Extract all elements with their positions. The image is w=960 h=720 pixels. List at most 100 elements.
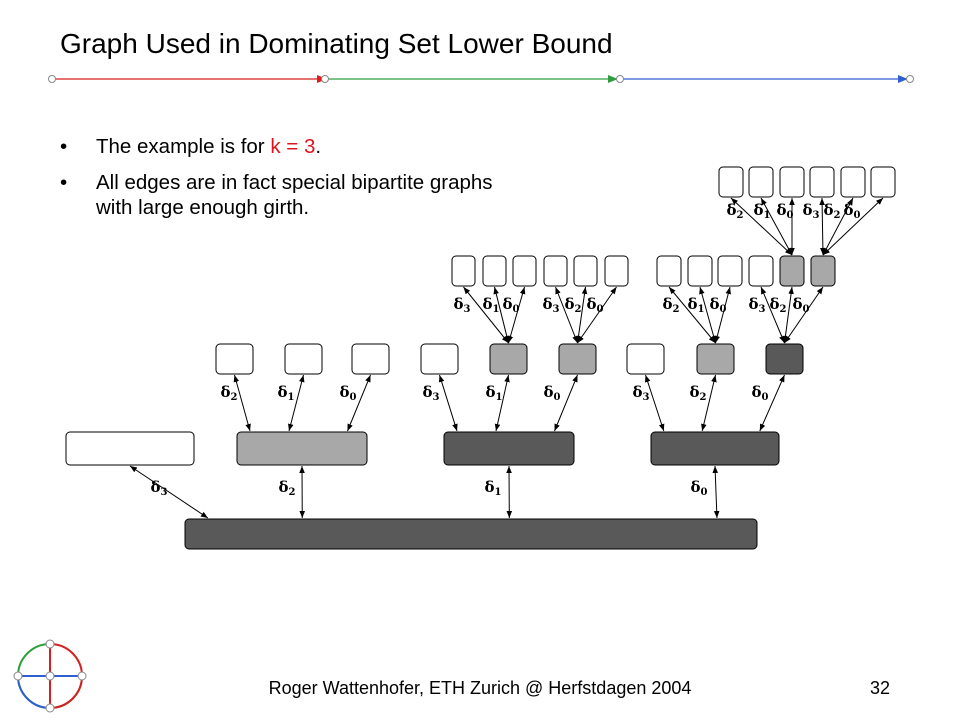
edge-m2-a1	[288, 374, 305, 432]
node-d6	[604, 255, 629, 287]
edge-label-m2-a1: δ1	[278, 383, 295, 403]
node-e6	[810, 255, 836, 287]
bullet-text-end: .	[315, 135, 322, 158]
edge-label-root-m2: δ2	[279, 478, 296, 498]
node-a0	[351, 343, 390, 375]
node-w0	[65, 431, 195, 466]
node-d3	[512, 255, 537, 287]
edge-m2-a2	[233, 374, 251, 432]
edge-m1-b0	[554, 374, 578, 432]
edge-label-b1-d3: δ0	[503, 295, 520, 315]
bullet-item: • All edges are in fact special bipartit…	[60, 170, 493, 220]
eth-logo	[13, 639, 87, 713]
node-d2	[482, 255, 507, 287]
edge-label-e6-f6: δ0	[844, 201, 861, 221]
edge-label-m1-b3: δ3	[423, 383, 440, 403]
node-f1	[718, 166, 744, 198]
node-f3	[779, 166, 805, 198]
node-e3	[717, 255, 743, 287]
node-d5	[573, 255, 598, 287]
edge-label-e6-f5: δ2	[824, 201, 841, 221]
edge-e6-f6	[822, 197, 884, 256]
edge-m0-c0	[759, 374, 785, 432]
node-c2	[696, 343, 735, 375]
edge-root-m0	[712, 465, 720, 519]
node-f2	[748, 166, 774, 198]
edge-label-c2-e1: δ2	[663, 295, 680, 315]
edge-b1-d2	[493, 286, 510, 344]
edge-c2-e3	[714, 286, 731, 344]
edge-label-e6-f4: δ3	[803, 201, 820, 221]
edge-m1-b1	[494, 374, 510, 432]
edge-root-w0	[129, 465, 209, 519]
node-e5	[779, 255, 805, 287]
nodes-layer	[65, 166, 896, 550]
node-d1	[451, 255, 476, 287]
edge-b0-d4	[555, 286, 578, 344]
node-a2	[215, 343, 254, 375]
node-f4	[809, 166, 835, 198]
node-a1	[284, 343, 323, 375]
bullet-highlight: k = 3	[270, 135, 316, 158]
node-m2	[236, 431, 368, 466]
edge-label-c0-e6: δ0	[793, 295, 810, 315]
edge-label-c2-e2: δ1	[688, 295, 705, 315]
bullet-list: • The example is for k = 3. • All edges …	[60, 134, 493, 231]
edge-label-b1-d1: δ3	[454, 295, 471, 315]
node-e4	[748, 255, 774, 287]
bullet-line: All edges are in fact special bipartite …	[96, 171, 493, 194]
edge-label-m2-a2: δ2	[221, 383, 238, 403]
edge-m1-b3	[438, 374, 458, 432]
edge-b0-d5	[575, 286, 588, 344]
title-rule	[48, 75, 914, 83]
edge-label-c0-e4: δ3	[749, 295, 766, 315]
edge-label-e5-f1: δ2	[727, 201, 744, 221]
node-e2	[687, 255, 713, 287]
edge-e6-f4	[819, 197, 826, 256]
bullet-line: with large enough girth.	[96, 196, 310, 219]
node-f6	[870, 166, 896, 198]
edge-label-root-m1: δ1	[485, 478, 502, 498]
node-f5	[840, 166, 866, 198]
bullet-symbol: •	[60, 135, 68, 158]
node-b3	[420, 343, 459, 375]
node-b0	[558, 343, 597, 375]
edge-m0-c3	[645, 374, 665, 432]
page-number: 32	[869, 678, 890, 698]
edge-label-e5-f3: δ0	[777, 201, 794, 221]
edge-m0-c2	[701, 374, 717, 432]
node-b1	[489, 343, 528, 375]
node-root	[184, 518, 758, 550]
edge-label-m2-a0: δ0	[340, 383, 357, 403]
node-c3	[626, 343, 665, 375]
bullet-symbol: •	[60, 171, 68, 194]
edge-label-m1-b1: δ1	[486, 383, 503, 403]
bullet-item: • The example is for k = 3.	[60, 134, 493, 159]
edge-c0-e4	[760, 286, 785, 344]
node-e1	[656, 255, 682, 287]
edge-label-c0-e5: δ2	[770, 295, 787, 315]
edge-label-root-m0: δ0	[691, 478, 708, 498]
edge-m2-a0	[347, 374, 371, 432]
edge-label-b0-d4: δ3	[543, 295, 560, 315]
footer-text: Roger Wattenhofer, ETH Zurich @ Herfstda…	[268, 678, 692, 698]
node-d4	[543, 255, 568, 287]
edge-e5-f2	[760, 197, 793, 256]
bullet-text: The example is for	[96, 135, 271, 158]
edge-label-m0-c0: δ0	[752, 383, 769, 403]
edge-label-m0-c3: δ3	[633, 383, 650, 403]
edge-label-m0-c2: δ2	[690, 383, 707, 403]
edge-b0-d6	[577, 286, 617, 344]
node-m0	[650, 431, 780, 466]
edge-b1-d3	[507, 286, 526, 344]
edge-label-m1-b0: δ0	[544, 383, 561, 403]
node-c0	[765, 343, 804, 375]
edge-label-b0-d5: δ2	[565, 295, 582, 315]
edge-label-b1-d2: δ1	[483, 295, 500, 315]
node-m1	[443, 431, 575, 466]
edge-label-b0-d6: δ0	[587, 295, 604, 315]
edge-c0-e6	[784, 286, 824, 344]
edge-label-e5-f2: δ1	[754, 201, 771, 221]
edge-c2-e2	[699, 286, 717, 344]
